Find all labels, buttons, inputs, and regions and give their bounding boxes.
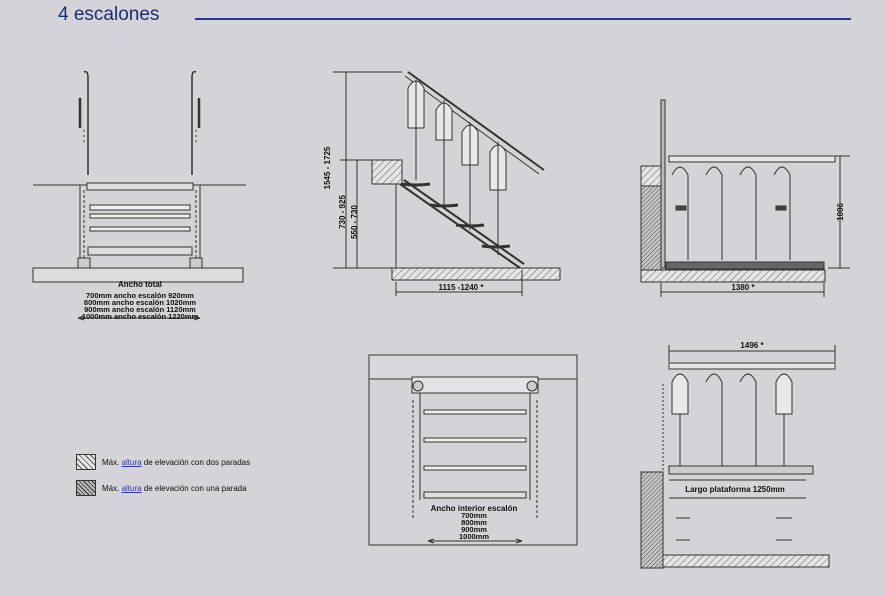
platform-side-view [640,99,850,297]
hatch-swatch-two-stops [76,454,96,470]
platform-top-view [640,345,836,569]
side-dim-total-height: 1545 - 1725 [323,146,332,189]
front-view [32,70,246,321]
front-width-1: 700mm ancho escalón 920mm [86,291,194,300]
legend-item-two-stops: Máx. altura de elevación con dos paradas [76,454,250,470]
title-rule [195,18,851,20]
legend-text-two-stops: Máx. altura de elevación con dos paradas [102,457,251,467]
top-width-4: 1000mm [459,532,489,541]
top-width-3: 900mm [461,525,487,534]
side-dim-mid-height: 730 - 925 [338,195,347,229]
front-width-2: 800mm ancho escalón 1020mm [84,298,196,307]
platform-side-dim-length: 1380 * [731,283,755,292]
front-width-3: 900mm ancho escalón 1120mm [84,305,196,314]
hatch-swatch-one-stop [76,480,96,496]
front-view-label: Ancho total [118,280,162,289]
legend-text-one-stop: Máx. altura de elevación con una parada [102,483,247,493]
side-view [333,71,561,296]
top-view [368,354,578,546]
top-width-1: 700mm [461,511,487,520]
front-width-4: 1000mm ancho escalón 1220mm [82,312,199,321]
top-view-label: Ancho interior escalón [431,504,518,513]
side-dim-low-height: 550 - 730 [350,205,359,239]
platform-side-dim-height: 1006 [836,203,845,221]
top-width-2: 800mm [461,518,487,527]
platform-top-dim-length: 1496 * [740,341,764,350]
side-dim-length: 1115 -1240 * [439,283,485,292]
legend-item-one-stop: Máx. altura de elevación con una parada [76,480,247,496]
platform-top-label: Largo plataforma 1250mm [685,485,785,494]
page-title: 4 escalones [58,4,160,25]
